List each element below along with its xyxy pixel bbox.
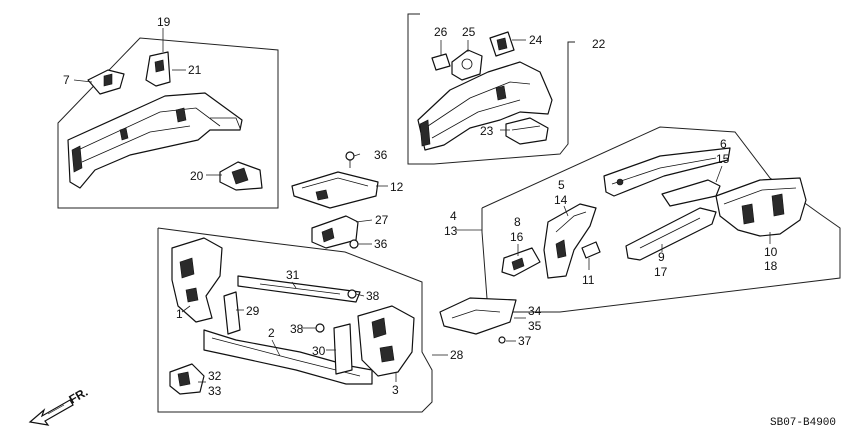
callout-1: 1 [176, 307, 183, 321]
battery-tray-12 [291, 171, 379, 209]
bracket-32 [169, 363, 205, 395]
callout-5: 5 [558, 178, 565, 192]
callout-38-upper: 38 [366, 289, 380, 303]
diagram-code: SB07-B4900 [770, 417, 836, 429]
callout-18: 18 [764, 259, 778, 273]
callout-20: 20 [190, 169, 204, 183]
callout-36-upper: 36 [374, 148, 388, 162]
wheelhouse-5 [543, 203, 597, 279]
front-direction-arrow-icon [28, 399, 74, 426]
callout-15: 15 [716, 152, 730, 166]
callout-16: 16 [510, 230, 524, 244]
callout-24: 24 [529, 33, 543, 47]
side-bracket-30 [333, 323, 353, 375]
callout-37: 37 [518, 334, 532, 348]
callout-11: 11 [582, 273, 595, 287]
callout-32: 32 [208, 369, 222, 383]
bolt-36-upper [345, 151, 355, 168]
side-frame-right [417, 61, 553, 151]
callout-10: 10 [764, 245, 778, 259]
callout-12: 12 [390, 180, 404, 194]
callout-33: 33 [208, 384, 222, 398]
group-frame-22 [407, 13, 575, 165]
bracket-24 [489, 31, 515, 57]
damper-housing-6 [603, 147, 731, 197]
bracket-7 [87, 69, 125, 95]
callout-21: 21 [188, 63, 202, 77]
bracket-15 [661, 179, 721, 207]
group-frame-19 [57, 37, 279, 209]
clip-37 [498, 336, 506, 344]
callout-17: 17 [654, 265, 668, 279]
callout-9: 9 [658, 250, 665, 264]
callout-29: 29 [246, 304, 260, 318]
callout-31: 31 [286, 268, 300, 282]
callout-35: 35 [528, 319, 542, 333]
bracket-20 [219, 161, 263, 191]
bulkhead-upper-1 [171, 237, 223, 323]
callout-25: 25 [462, 25, 476, 39]
bracket-8 [501, 247, 541, 277]
callout-36-lower: 36 [374, 237, 388, 251]
callout-28: 28 [450, 348, 464, 362]
callout-19: 19 [157, 15, 171, 29]
bracket-23 [505, 117, 549, 145]
callout-2: 2 [268, 326, 275, 340]
air-duct-34 [439, 297, 517, 335]
callout-30: 30 [312, 344, 326, 358]
extension-9 [625, 207, 717, 261]
bracket-25 [451, 49, 483, 81]
callout-26: 26 [434, 25, 448, 39]
bolt-36-lower [349, 239, 359, 249]
extension-10 [715, 177, 807, 237]
callout-23: 23 [480, 124, 494, 138]
bulkhead-side-3 [357, 305, 415, 377]
callout-7: 7 [63, 73, 70, 87]
bracket-11 [581, 241, 601, 259]
callout-38-lower: 38 [290, 322, 304, 336]
side-bracket-29 [223, 291, 241, 335]
callout-34: 34 [528, 304, 542, 318]
leader-lines [73, 28, 771, 383]
callout-13: 13 [444, 224, 458, 238]
group-frame-28 [157, 227, 433, 413]
bracket-26 [431, 53, 451, 71]
bolt-38-upper [347, 289, 357, 299]
bracket-27 [311, 215, 359, 249]
bolt-38-lower [315, 323, 325, 333]
callout-3: 3 [392, 383, 399, 397]
callout-27: 27 [375, 213, 389, 227]
bracket-21 [145, 51, 171, 87]
callout-4: 4 [450, 209, 457, 223]
group-frame-4 [481, 126, 841, 313]
callout-14: 14 [554, 193, 568, 207]
callout-22: 22 [592, 37, 606, 51]
upper-crossmember-31 [237, 275, 361, 303]
side-frame-left [67, 92, 243, 189]
callout-8: 8 [514, 215, 521, 229]
callout-6: 6 [720, 137, 727, 151]
